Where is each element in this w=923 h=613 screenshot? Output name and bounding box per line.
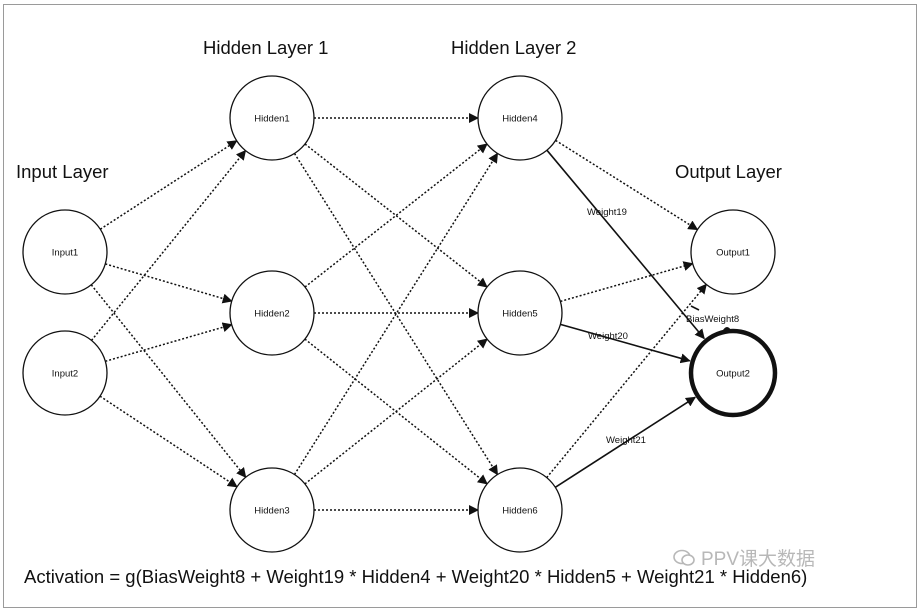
output-layer-title: Output Layer [675, 161, 782, 182]
edge-hidden5-to-output1 [560, 261, 694, 303]
node-output2 [688, 328, 778, 418]
wechat-icon [673, 549, 695, 566]
weight-label-weight21: Weight21 [606, 435, 646, 446]
watermark-text: PPV课大数据 [701, 549, 816, 570]
node-hidden1 [229, 75, 315, 161]
node-hidden6 [477, 467, 563, 553]
node-input1 [22, 209, 108, 295]
edge-hidden3-to-hidden4 [293, 152, 499, 475]
node-input2 [22, 330, 108, 416]
edge-input2-to-hidden2 [105, 322, 233, 363]
activation-formula: Activation = g(BiasWeight8 + Weight19 * … [24, 566, 808, 587]
edge-hidden3-to-hidden5 [304, 338, 488, 485]
edge-input1-to-hidden1 [99, 140, 238, 230]
edge-input2-to-hidden3 [99, 395, 238, 488]
watermark: PPV课大数据 [673, 544, 815, 571]
node-label-hidden1: Hidden1 [254, 114, 289, 125]
node-label-input1: Input1 [52, 248, 78, 259]
node-label-hidden6: Hidden6 [502, 506, 537, 517]
node-label-hidden2: Hidden2 [254, 309, 289, 320]
node-hidden3 [229, 467, 315, 553]
edge-hidden1-to-hidden5 [304, 143, 488, 288]
node-label-hidden3: Hidden3 [254, 506, 289, 517]
bias-tick [690, 305, 700, 311]
node-hidden5 [477, 270, 563, 356]
weight-label-weight20: Weight20 [588, 331, 628, 342]
hidden-layer-2-title: Hidden Layer 2 [451, 37, 577, 58]
edge-hidden6-to-output1 [546, 283, 707, 479]
node-label-output1: Output1 [716, 248, 750, 259]
node-label-input2: Input2 [52, 369, 78, 380]
edge-input2-to-hidden1 [90, 149, 247, 341]
edge-hidden5-to-output2 [560, 323, 691, 364]
bias-weight-label: BiasWeight8 [686, 314, 739, 325]
node-label-output2: Output2 [716, 369, 750, 380]
bias-marker [723, 327, 731, 330]
node-output1 [690, 209, 776, 295]
diagram-frame [3, 4, 917, 608]
weight-label-weight19: Weight19 [587, 207, 627, 218]
node-label-hidden5: Hidden5 [502, 309, 537, 320]
edge-hidden6-to-output2 [554, 396, 697, 488]
hidden-layer-1-title: Hidden Layer 1 [203, 37, 329, 58]
edge-input1-to-hidden3 [90, 284, 247, 478]
edge-input1-to-hidden2 [105, 263, 233, 304]
node-label-hidden4: Hidden4 [502, 114, 537, 125]
edge-hidden4-to-output2 [546, 149, 705, 340]
input-layer-title: Input Layer [16, 161, 109, 182]
node-hidden2 [229, 270, 315, 356]
node-hidden4 [477, 75, 563, 161]
edge-hidden2-to-hidden4 [304, 143, 488, 288]
